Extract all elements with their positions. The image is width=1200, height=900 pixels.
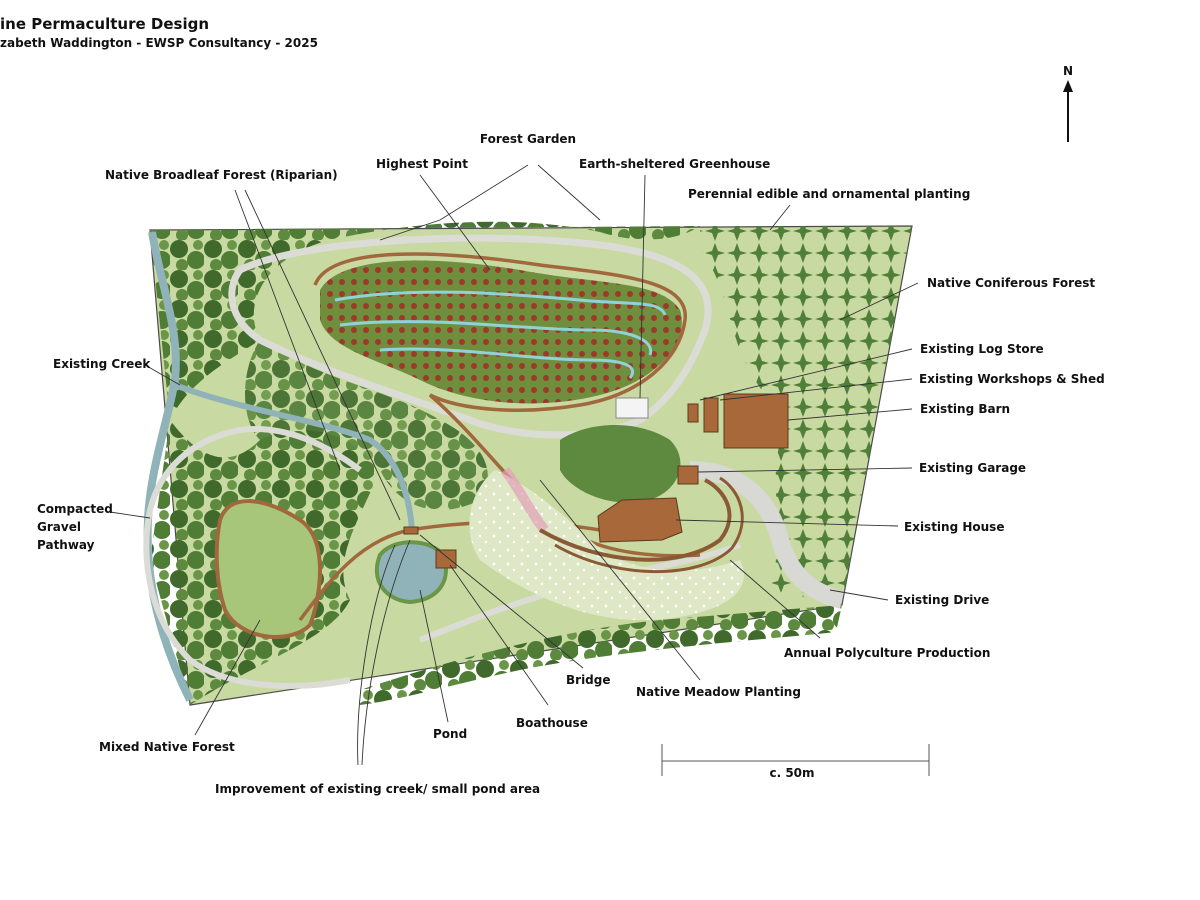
label-polyculture: Annual Polyculture Production — [784, 646, 990, 660]
leader-workshops — [719, 378, 913, 401]
broadleaf-forest-north — [150, 221, 700, 420]
label-perennial: Perennial edible and ornamental planting — [688, 187, 970, 201]
leader-creek-improve-1 — [357, 544, 396, 766]
bridge — [403, 526, 419, 535]
label-forest-garden: Forest Garden — [480, 132, 576, 146]
southern-forest-edge — [360, 605, 842, 705]
leader-garage — [697, 467, 913, 473]
leader-pond — [419, 589, 449, 723]
barn — [723, 393, 789, 449]
forest-garden-swale-2 — [339, 320, 653, 356]
label-gravel-2: Gravel — [37, 520, 81, 534]
leader-boathouse — [449, 564, 549, 706]
leader-gravel — [109, 511, 151, 519]
leader-log-store — [699, 348, 913, 401]
label-barn: Existing Barn — [920, 402, 1010, 416]
label-coniferous: Native Coniferous Forest — [927, 276, 1095, 290]
broadleaf-forest-center — [245, 340, 488, 510]
leader-perennial — [769, 204, 791, 231]
garage — [677, 465, 699, 485]
leader-polyculture — [729, 559, 821, 639]
leader-broadleaf-2 — [244, 189, 401, 521]
pond — [374, 540, 448, 605]
label-creek: Existing Creek — [53, 357, 151, 371]
leader-forest-garden-2 — [537, 164, 601, 221]
label-pond: Pond — [433, 727, 467, 741]
scale-label: c. 50m — [769, 766, 814, 780]
leader-forest-garden-1 — [379, 164, 529, 241]
leader-coniferous — [839, 282, 919, 321]
plan-title: ine Permaculture Design — [0, 15, 209, 33]
label-gravel-3: Pathway — [37, 538, 95, 552]
gravel-pathway-west — [143, 426, 362, 689]
header: ine Permaculture Design zabeth Waddingto… — [0, 14, 318, 52]
mixed-forest-clearing — [214, 499, 322, 639]
annual-polyculture — [538, 478, 732, 562]
house — [597, 497, 683, 543]
meadow-flowers — [500, 467, 549, 534]
leader-house — [675, 519, 899, 527]
label-house: Existing House — [904, 520, 1004, 534]
leader-drive — [829, 589, 889, 601]
annual-polyculture-2 — [554, 476, 744, 574]
perennial-planting — [560, 425, 681, 503]
leader-creek-improve-2 — [361, 539, 411, 766]
plan-subtitle: zabeth Waddington - EWSP Consultancy - 2… — [0, 36, 318, 50]
leader-meadow — [539, 479, 701, 681]
label-broadleaf: Native Broadleaf Forest (Riparian) — [105, 168, 338, 182]
leader-mixed-forest — [194, 619, 261, 736]
north-label: N — [1063, 64, 1073, 78]
workshops — [703, 397, 719, 433]
label-workshops: Existing Workshops & Shed — [919, 372, 1105, 386]
coniferous-forest — [700, 226, 912, 605]
leader-bridge — [419, 534, 584, 669]
label-drive: Existing Drive — [895, 593, 989, 607]
forest-garden-swale-3 — [379, 347, 634, 379]
boathouse — [435, 549, 457, 569]
label-mixed-forest: Mixed Native Forest — [99, 740, 235, 754]
existing-drive — [689, 461, 845, 609]
creek-branch — [173, 382, 415, 531]
log-store — [687, 403, 699, 423]
north-arrow-head — [1063, 80, 1073, 92]
greenhouse — [615, 397, 649, 419]
leader-greenhouse — [639, 174, 646, 399]
leader-creek — [144, 364, 181, 386]
label-highest-point: Highest Point — [376, 157, 468, 171]
label-log-store: Existing Log Store — [920, 342, 1044, 356]
leader-broadleaf-1 — [234, 189, 341, 471]
native-meadow — [469, 470, 744, 620]
label-meadow: Native Meadow Planting — [636, 685, 801, 699]
forest-garden-swale-1 — [334, 290, 667, 316]
label-gravel-1: Compacted — [37, 502, 113, 516]
label-bridge: Bridge — [566, 673, 611, 687]
leader-highest-point — [419, 174, 491, 271]
forest-garden — [320, 260, 682, 404]
label-greenhouse: Earth-sheltered Greenhouse — [579, 157, 770, 171]
label-creek-improve: Improvement of existing creek/ small pon… — [215, 782, 540, 796]
label-boathouse: Boathouse — [516, 716, 588, 730]
leader-barn — [787, 408, 913, 421]
label-garage: Existing Garage — [919, 461, 1026, 475]
